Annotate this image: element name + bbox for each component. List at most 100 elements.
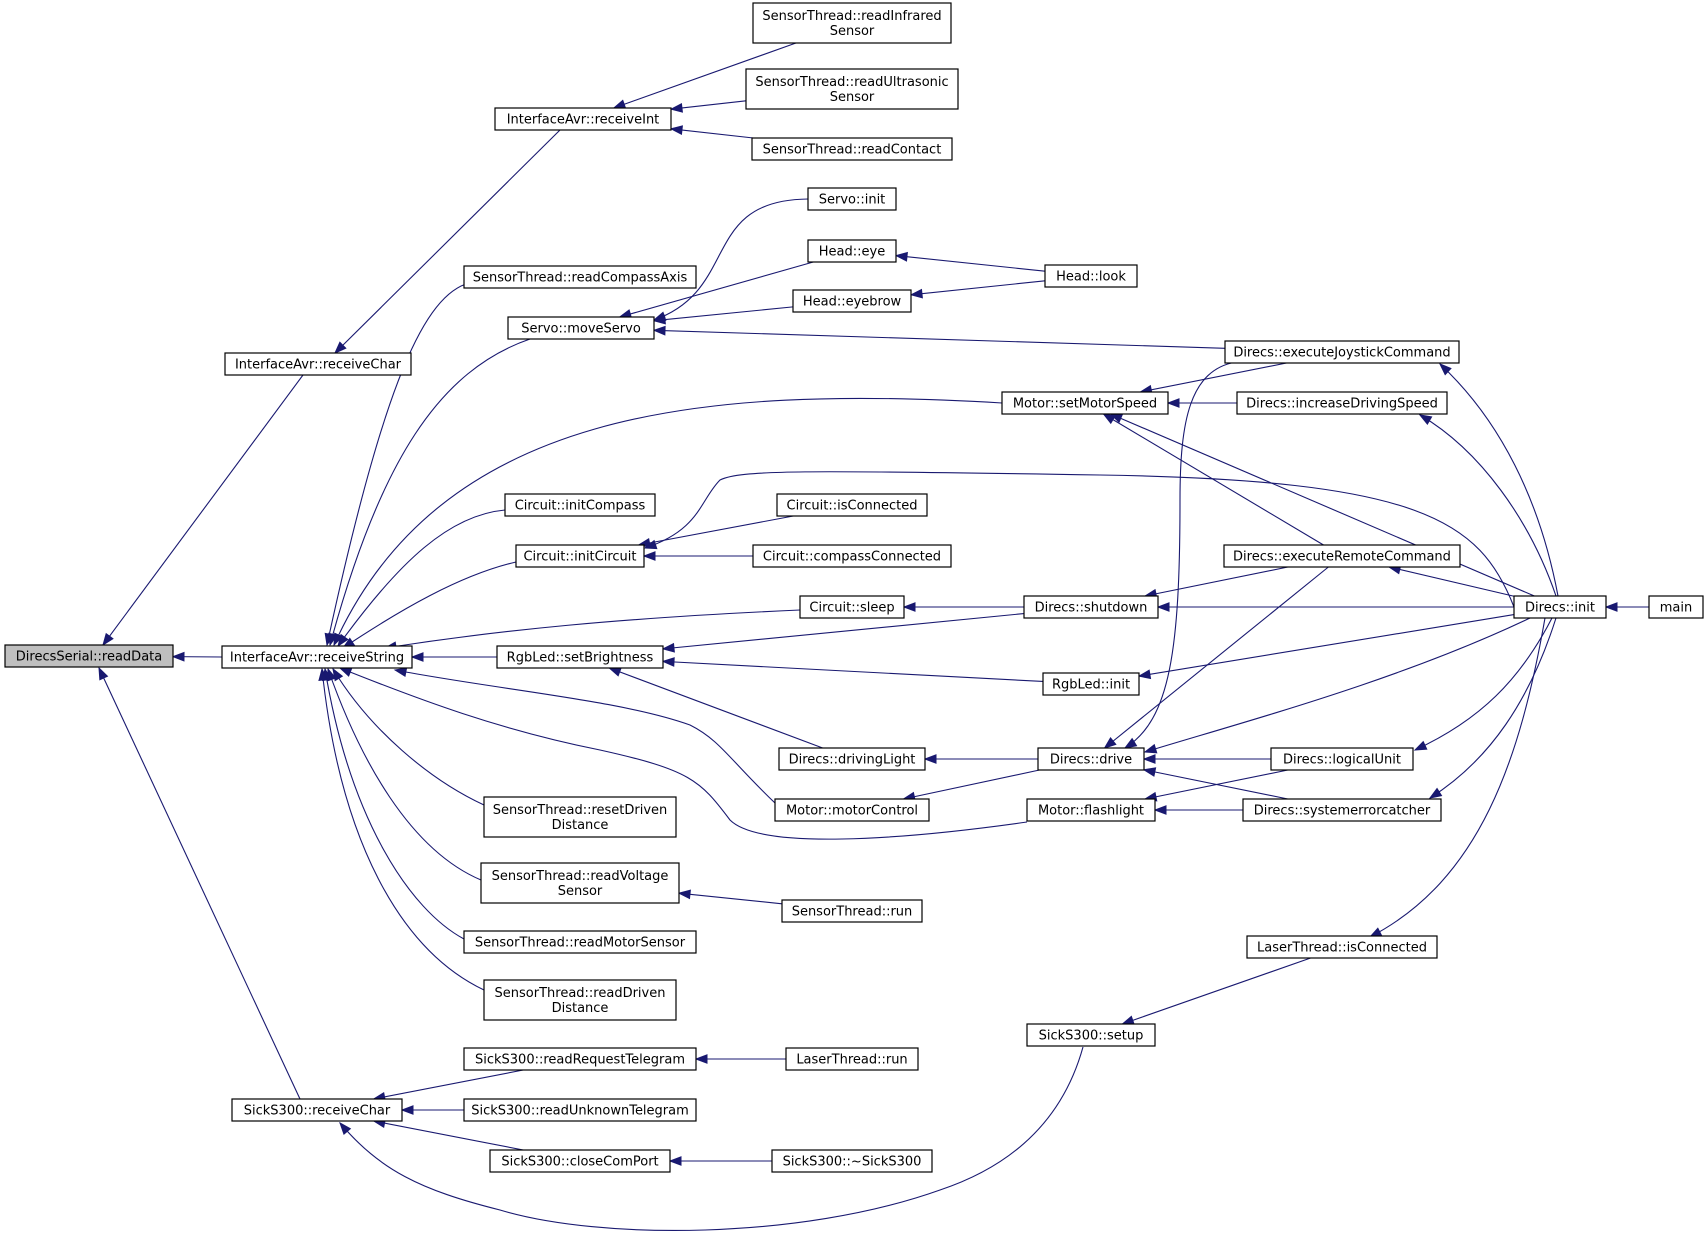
edge-line <box>334 129 561 354</box>
node-box[interactable] <box>1513 595 1607 619</box>
node-box[interactable] <box>231 1098 403 1122</box>
node-laserIsConnected[interactable]: LaserThread::isConnected <box>1246 935 1438 959</box>
node-logicalUnit[interactable]: Direcs::logicalUnit <box>1270 747 1414 771</box>
node-headEye[interactable]: Head::eye <box>807 239 897 263</box>
node-box[interactable] <box>1042 672 1140 696</box>
node-headLook[interactable]: Head::look <box>1044 264 1138 288</box>
node-box[interactable] <box>496 645 664 669</box>
node-box[interactable] <box>507 316 655 340</box>
node-laserRun[interactable]: LaserThread::run <box>785 1047 919 1071</box>
node-box[interactable] <box>463 1098 697 1122</box>
node-box[interactable] <box>776 493 928 517</box>
node-sickDtor[interactable]: SickS300::~SickS300 <box>771 1149 933 1173</box>
node-readCompassAxis[interactable]: SensorThread::readCompassAxis <box>463 265 697 289</box>
node-box[interactable] <box>483 979 677 1021</box>
node-servoInit[interactable]: Servo::init <box>807 187 897 211</box>
node-compassConnected[interactable]: Circuit::compassConnected <box>752 544 952 568</box>
node-box[interactable] <box>1026 798 1156 822</box>
node-initCompass[interactable]: Circuit::initCompass <box>504 493 656 517</box>
node-shutdown[interactable]: Direcs::shutdown <box>1023 595 1159 619</box>
node-setMotorSpeed[interactable]: Motor::setMotorSpeed <box>1001 391 1169 415</box>
node-box[interactable] <box>1037 747 1145 771</box>
node-box[interactable] <box>745 68 959 110</box>
node-box[interactable] <box>463 265 697 289</box>
edge-arrowhead <box>642 551 656 561</box>
node-initCircuit[interactable]: Circuit::initCircuit <box>515 544 645 568</box>
node-box[interactable] <box>1223 544 1461 568</box>
node-avrReceiveString[interactable]: InterfaceAvr::receiveString <box>221 645 413 669</box>
node-setBrightness[interactable]: RgbLed::setBrightness <box>496 645 664 669</box>
node-avrReceiveChar[interactable]: InterfaceAvr::receiveChar <box>224 352 412 376</box>
node-box[interactable] <box>515 544 645 568</box>
node-direcsInit[interactable]: Direcs::init <box>1513 595 1607 619</box>
edge-execJoystick-to-setMotorSpeed <box>1139 362 1287 395</box>
node-box[interactable] <box>1044 264 1138 288</box>
node-box[interactable] <box>778 747 926 771</box>
node-box[interactable] <box>224 352 412 376</box>
node-readMotorSensor[interactable]: SensorThread::readMotorSensor <box>463 930 697 954</box>
edge-line <box>653 198 809 321</box>
node-circuitSleep[interactable]: Circuit::sleep <box>799 595 905 619</box>
node-sickReceiveChar[interactable]: SickS300::receiveChar <box>231 1098 403 1122</box>
node-box[interactable] <box>792 289 912 313</box>
node-box[interactable] <box>1026 1023 1156 1047</box>
node-box[interactable] <box>807 187 897 211</box>
node-closeComPort[interactable]: SickS300::closeComPort <box>489 1149 671 1173</box>
node-readContact[interactable]: SensorThread::readContact <box>751 137 953 161</box>
node-box[interactable] <box>781 899 923 923</box>
node-drive[interactable]: Direcs::drive <box>1037 747 1145 771</box>
node-box[interactable] <box>752 2 952 44</box>
node-label: Circuit::sleep <box>809 601 894 616</box>
node-readRequest[interactable]: SickS300::readRequestTelegram <box>463 1047 697 1071</box>
node-box[interactable] <box>785 1047 919 1071</box>
node-headEyebrow[interactable]: Head::eyebrow <box>792 289 912 313</box>
node-box[interactable] <box>463 1047 697 1071</box>
node-box[interactable] <box>489 1149 671 1173</box>
node-box[interactable] <box>1242 798 1442 822</box>
node-execJoystick[interactable]: Direcs::executeJoystickCommand <box>1224 340 1460 364</box>
node-motorControl[interactable]: Motor::motorControl <box>774 798 930 822</box>
node-syserr[interactable]: Direcs::systemerrorcatcher <box>1242 798 1442 822</box>
node-sensorRun[interactable]: SensorThread::run <box>781 899 923 923</box>
edge-arrowhead <box>677 889 691 900</box>
node-incDrivingSpeed[interactable]: Direcs::increaseDrivingSpeed <box>1236 391 1448 415</box>
node-box[interactable] <box>1224 340 1460 364</box>
edge-line <box>662 613 1025 650</box>
node-box[interactable] <box>1246 935 1438 959</box>
node-box[interactable] <box>774 798 930 822</box>
node-box[interactable] <box>463 930 697 954</box>
node-isConnected[interactable]: Circuit::isConnected <box>776 493 928 517</box>
node-box[interactable] <box>1023 595 1159 619</box>
node-box[interactable] <box>494 107 672 131</box>
node-main[interactable]: main <box>1648 595 1704 619</box>
node-box[interactable] <box>807 239 897 263</box>
node-box[interactable] <box>1236 391 1448 415</box>
node-execRemote[interactable]: Direcs::executeRemoteCommand <box>1223 544 1461 568</box>
node-box[interactable] <box>221 645 413 669</box>
node-box[interactable] <box>751 137 953 161</box>
node-avrReceiveInt[interactable]: InterfaceAvr::receiveInt <box>494 107 672 131</box>
node-box[interactable] <box>752 544 952 568</box>
node-box[interactable] <box>480 862 680 904</box>
node-drivingLight[interactable]: Direcs::drivingLight <box>778 747 926 771</box>
node-box[interactable] <box>799 595 905 619</box>
node-readUnknown[interactable]: SickS300::readUnknownTelegram <box>463 1098 697 1122</box>
node-rgbInit[interactable]: RgbLed::init <box>1042 672 1140 696</box>
node-box[interactable] <box>483 796 677 838</box>
node-sickSetup[interactable]: SickS300::setup <box>1026 1023 1156 1047</box>
node-readData[interactable]: DirecsSerial::readData <box>4 644 174 668</box>
edge-execRemote-to-setMotorSpeed <box>1102 413 1324 546</box>
node-box[interactable] <box>1001 391 1169 415</box>
node-box[interactable] <box>1270 747 1414 771</box>
node-flashlight[interactable]: Motor::flashlight <box>1026 798 1156 822</box>
node-box[interactable] <box>4 644 174 668</box>
node-box[interactable] <box>771 1149 933 1173</box>
node-box[interactable] <box>1648 595 1704 619</box>
node-moveServo[interactable]: Servo::moveServo <box>507 316 655 340</box>
node-box[interactable] <box>504 493 656 517</box>
